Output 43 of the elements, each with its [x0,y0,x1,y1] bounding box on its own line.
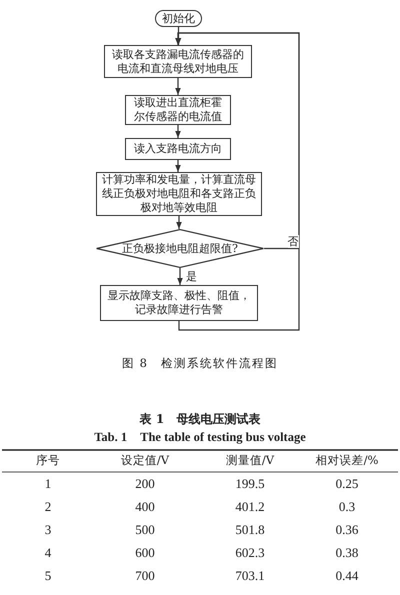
edge-label: 否 [288,234,298,248]
process-box: 读取进出直流柜霍尔传感器的电流值 [125,95,231,125]
table-cell: 501.8 [235,523,265,536]
column-header: 测量值/V [226,454,274,467]
table-cell: 0.3 [338,500,356,513]
process-box: 读入支路电流方向 [125,138,231,160]
table-cell: 600 [135,546,155,559]
table-cell: 0.25 [336,477,358,490]
arrow [175,32,300,331]
process-box: 显示故障支路、极性、阻值，记录故障进行告警 [100,285,258,321]
table-cell: 703.1 [235,569,265,582]
table-cell: 1 [44,477,52,490]
table-cell: 3 [44,523,52,536]
arrow [175,125,181,138]
table-title: Tab. 1 The table of testing bus voltage [94,431,306,444]
table-cell: 199.5 [235,477,265,490]
table-cell: 500 [135,523,155,536]
table-cell: 0.36 [336,523,358,536]
column-header: 序号 [36,454,60,467]
arrow [175,78,181,95]
table-cell: 0.44 [336,569,358,582]
edge-label: 是 [186,270,197,282]
column-header: 设定值/V [120,454,170,467]
process-box: 读取各支路漏电流传感器的电流和直流母线对地电压 [104,45,252,78]
start-box: 初始化 [155,10,202,27]
decision-diamond: 正负极接地电阻超限值? [96,229,264,268]
table-cell: 401.2 [235,500,265,513]
arrow [175,160,181,172]
figure-caption: 图 8 检测系统软件流程图 [122,357,278,370]
table-cell: 700 [135,569,155,582]
column-header: 相对误差/% [316,454,378,467]
table-cell: 200 [135,477,155,490]
arrow [176,27,182,45]
process-box: 计算功率和发电量，计算直流母线正负极对地电阻和各支路正负极对地等效电阻 [96,172,262,216]
arrow [176,216,182,229]
table-cell: 0.38 [336,546,358,559]
table-cell: 2 [44,500,52,513]
table-title: 表 1 母线电压测试表 [140,413,260,426]
table-cell: 400 [135,500,155,513]
table-cell: 4 [44,546,52,559]
table-cell: 5 [44,569,52,582]
table-cell: 602.3 [235,546,265,559]
arrow [177,268,183,285]
